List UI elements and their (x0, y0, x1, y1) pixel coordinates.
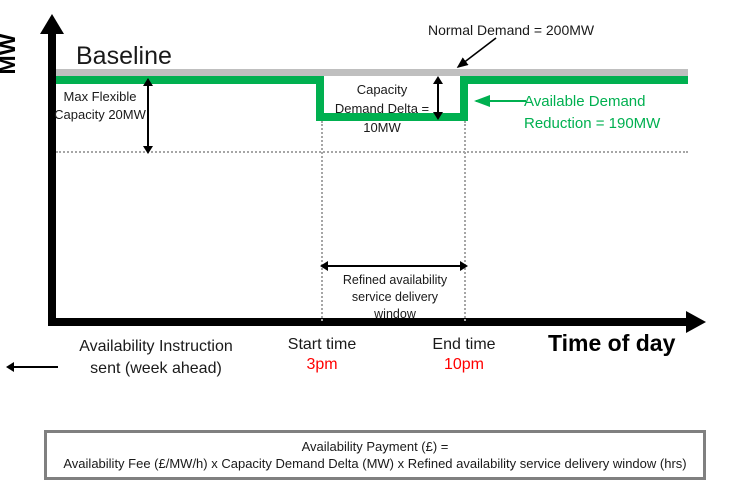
capacity-demand-delta-label: Capacity Demand Delta = 10MW (334, 82, 430, 135)
green-profile-step-up (460, 76, 468, 121)
end-time-dotted-guide (464, 121, 466, 321)
availability-payment-text: Availability Payment (£) = Availability … (59, 438, 690, 472)
green-profile-reduced-segment (316, 113, 468, 121)
baseline-label: Baseline (76, 42, 172, 70)
max-flexible-capacity-arrow-bottom (143, 146, 153, 154)
x-axis-title: Time of day (548, 330, 676, 356)
y-axis-line (48, 30, 56, 326)
capacity-delta-arrow-bottom (433, 112, 443, 120)
end-time-name: End time (432, 336, 496, 353)
start-time-tick: Start time 3pm (258, 336, 386, 374)
green-profile-step-down (316, 76, 324, 121)
y-axis-title: MW (0, 33, 20, 75)
green-profile-right-segment (460, 76, 688, 84)
start-time-value: 3pm (306, 356, 338, 373)
green-profile-left-segment (56, 76, 324, 84)
availability-instruction-label: Availability Instruction sent (week ahea… (79, 338, 233, 377)
instruction-arrow-head (6, 362, 14, 372)
normal-demand-label: Normal Demand = 200MW (428, 22, 595, 38)
start-time-name: Start time (287, 336, 357, 353)
instruction-arrow-line (14, 366, 58, 368)
max-flexible-capacity-arrow-line (147, 82, 149, 152)
payment-formula-line-1: Availability Payment (£) = (301, 439, 449, 454)
window-arrow-right-head (460, 261, 468, 271)
y-axis-arrowhead (40, 14, 64, 34)
payment-formula-line-2: Availability Fee (£/MW/h) x Capacity Dem… (63, 456, 687, 471)
capacity-delta-arrow-line (437, 80, 439, 118)
horizontal-dotted-guide (56, 151, 688, 153)
normal-demand-bar (56, 69, 688, 76)
max-flexible-capacity-label: Max Flexible Capacity 20MW (54, 89, 146, 122)
availability-payment-box: Availability Payment (£) = Availability … (44, 430, 706, 480)
available-demand-reduction-label: Available Demand Reduction = 190MW (524, 93, 661, 132)
normal-demand-pointer-arrow-icon (456, 37, 497, 68)
end-time-tick: End time 10pm (400, 336, 528, 374)
window-arrow-line (324, 265, 464, 267)
start-time-dotted-guide (321, 121, 323, 321)
end-time-value: 10pm (443, 356, 485, 373)
delivery-window-label: Refined availability service delivery wi… (342, 273, 448, 321)
available-reduction-pointer-arrow-icon (474, 95, 526, 107)
x-axis-arrowhead (686, 311, 706, 333)
x-axis-line (48, 318, 688, 326)
